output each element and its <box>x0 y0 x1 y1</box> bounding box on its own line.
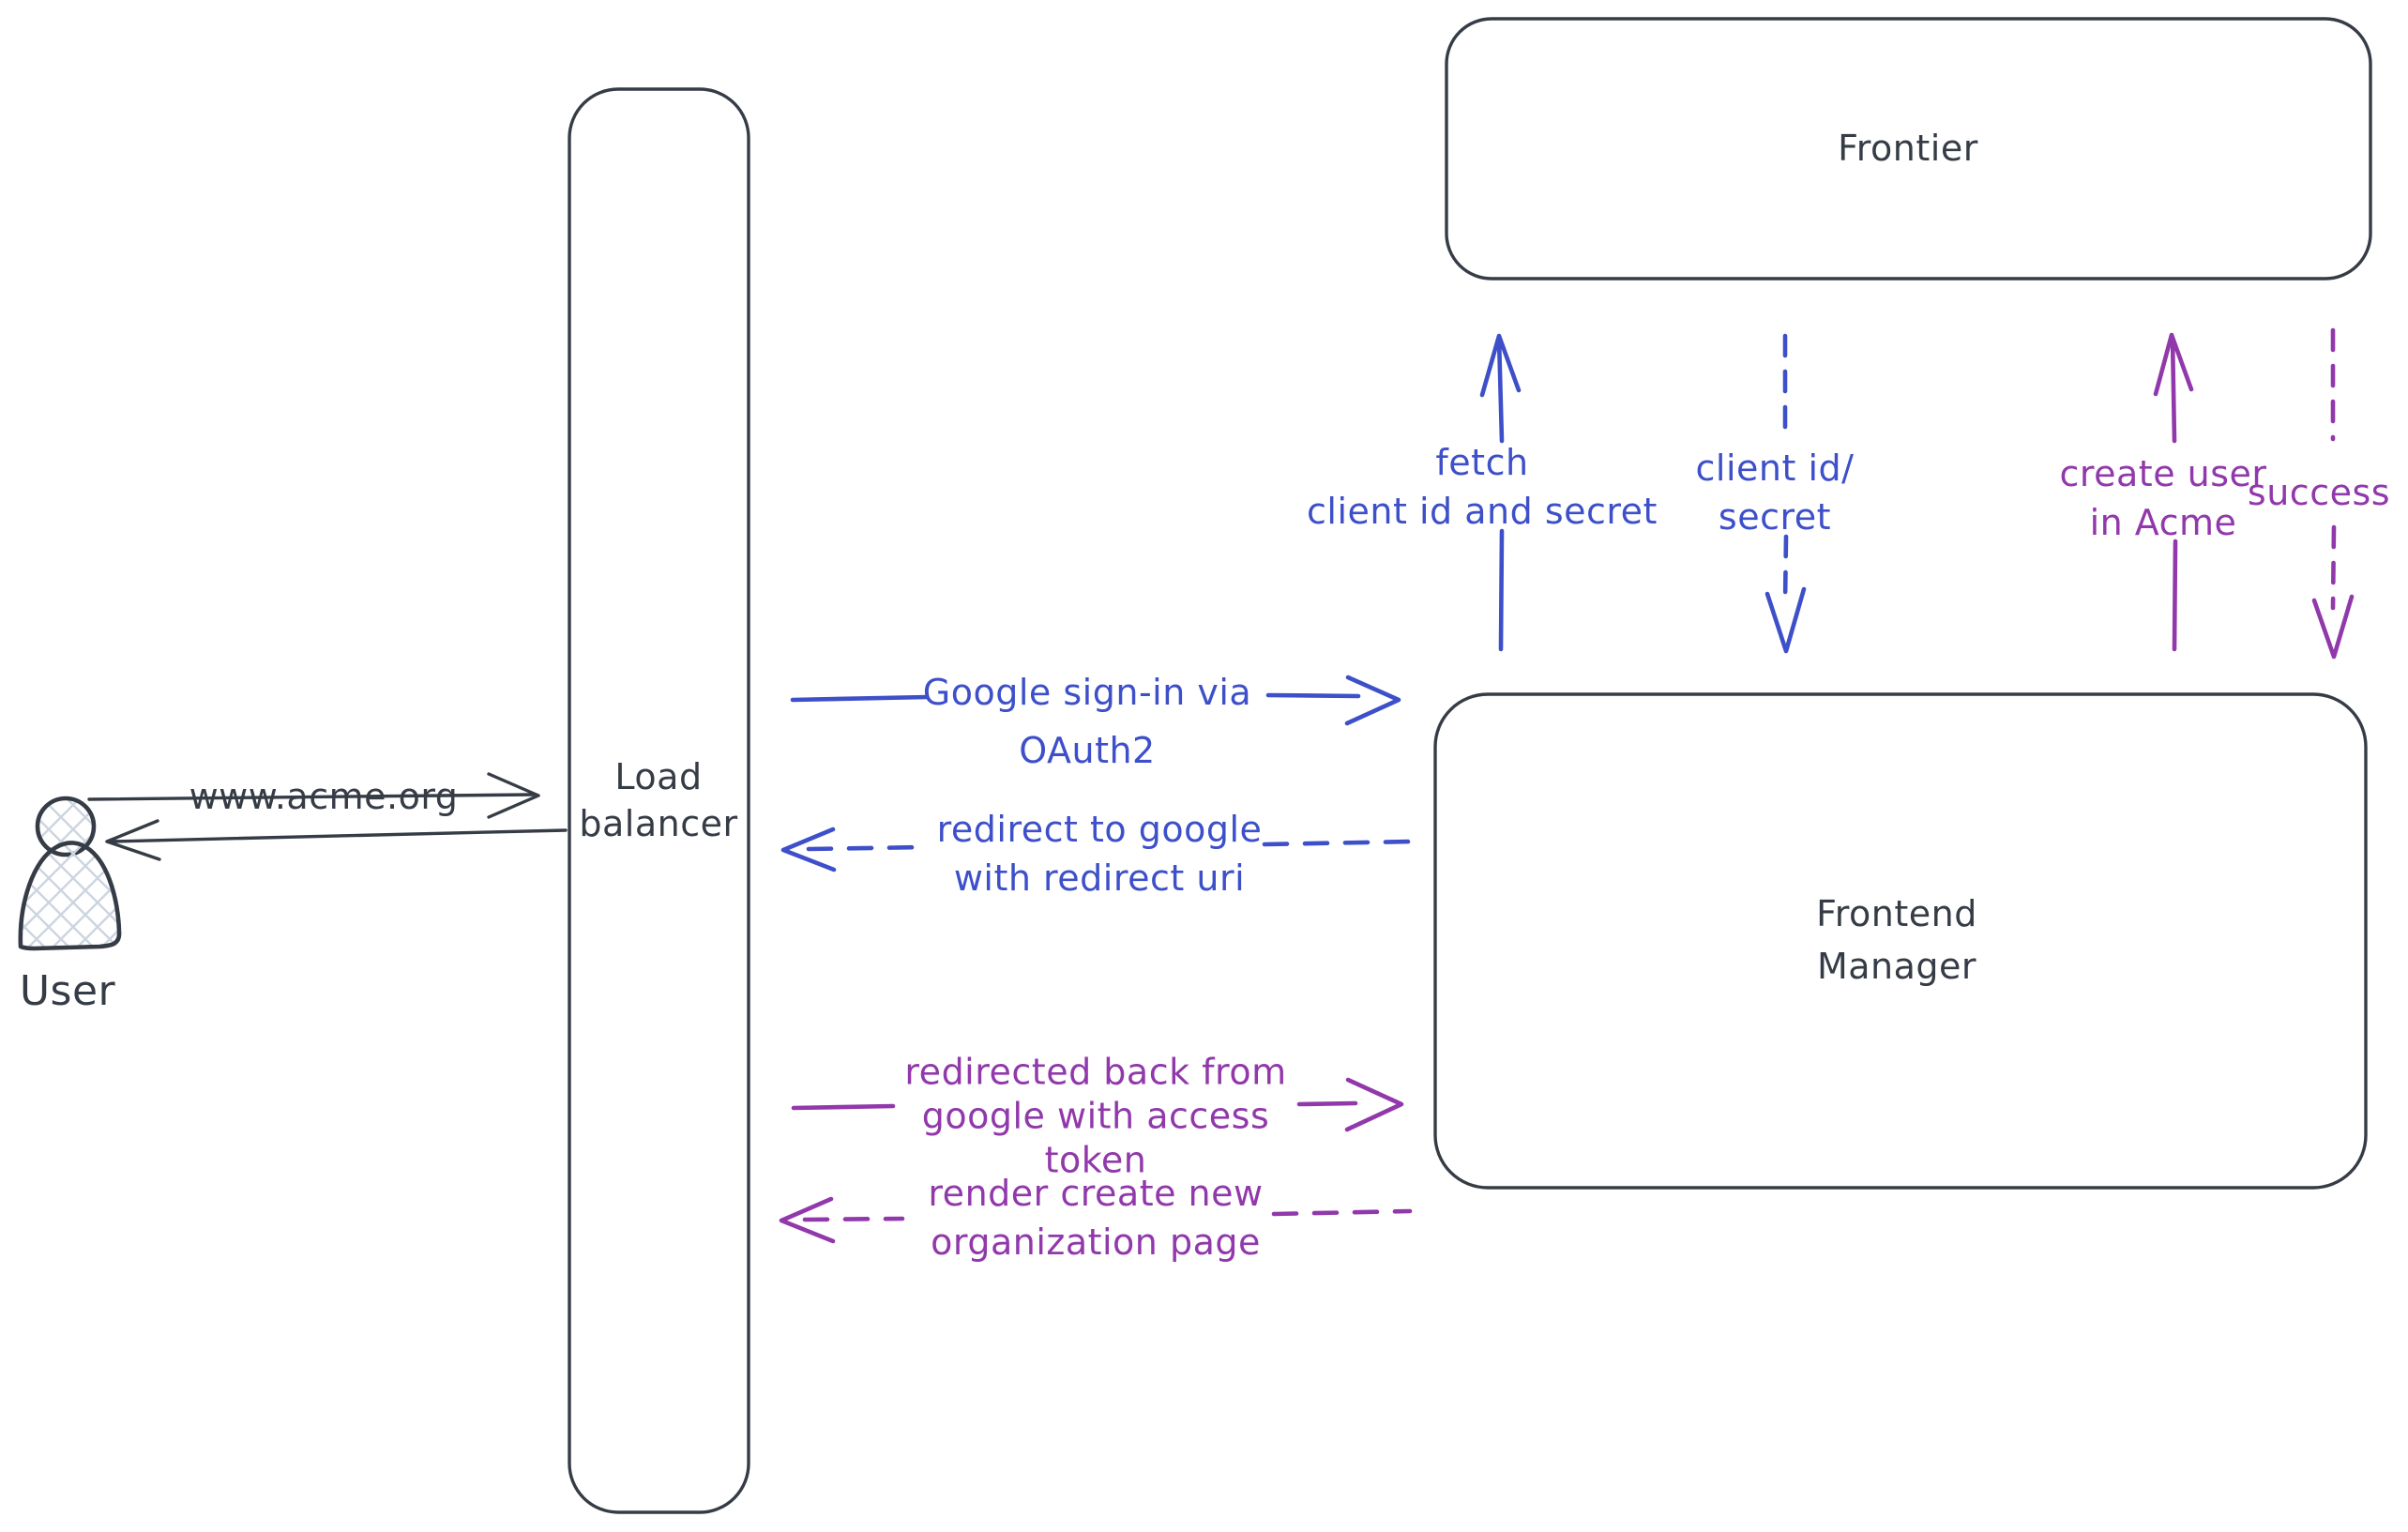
frontier-label: Frontier <box>1838 128 1978 169</box>
client-id-secret-label: client id/ secret <box>1695 447 1855 538</box>
frontier-box <box>1445 17 2372 281</box>
google-signin-arrow <box>790 675 1401 726</box>
create-user-arrow <box>2153 332 2194 652</box>
render-org-page-label: render create new organization page <box>928 1173 1264 1263</box>
success-arrow <box>2311 327 2355 660</box>
frontend-manager-box <box>1433 692 2368 1190</box>
user-icon <box>18 796 122 951</box>
render-org-page-arrow <box>779 1196 1413 1244</box>
load-balancer-box <box>568 87 750 1514</box>
create-user-label: create user in Acme <box>2059 453 2267 543</box>
user-label: User <box>19 967 116 1015</box>
redirect-google-arrow <box>780 827 1416 872</box>
fetch-client-id-arrow <box>1479 333 1522 652</box>
redirected-back-label: redirected back from google with access … <box>904 1051 1287 1181</box>
www-request-arrow <box>87 772 540 819</box>
redirect-google-label: redirect to google with redirect uri <box>936 809 1263 899</box>
redirected-back-arrow <box>791 1077 1404 1132</box>
www-request-label: www.acme.org <box>189 776 459 817</box>
fetch-client-id-label: fetch client id and secret <box>1307 442 1658 532</box>
frontend-manager-label: Frontend Manager <box>1816 893 1977 987</box>
client-id-secret-arrow <box>1764 333 1807 654</box>
www-response-arrow <box>105 819 568 861</box>
load-balancer-label: Load balancer <box>579 756 738 844</box>
google-signin-label: Google sign-in via OAuth2 <box>922 672 1252 771</box>
success-label: success <box>2247 472 2391 513</box>
